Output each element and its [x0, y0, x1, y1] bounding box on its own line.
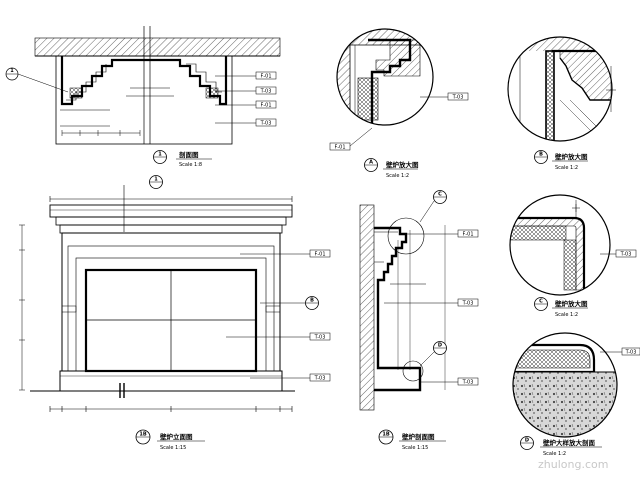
side-section-view: C D F-01 T-03 T-03: [359, 190, 479, 411]
watermark: zhulong.com: [538, 458, 608, 471]
material-tag: [615, 249, 637, 258]
plan-section-view: 1 F-01 T-03 F-01 T-03: [5, 26, 281, 145]
material-tag: [329, 142, 351, 151]
elev-side-letter: B: [310, 298, 314, 304]
material-tag-label: F-01: [260, 103, 271, 109]
detail-a-scale: Scale 1:2: [386, 173, 409, 179]
section-title: 壁炉剖面图: [402, 432, 435, 441]
material-tag: [255, 100, 277, 109]
material-tag-label: T-03: [620, 252, 632, 258]
elevation-title-number: 1B: [139, 432, 146, 438]
detail-d-bubble: [402, 360, 424, 382]
hearth: [59, 370, 283, 392]
detail-d-circle: T-03: [512, 332, 640, 438]
material-tag: [255, 71, 277, 80]
detail-a-number: A: [369, 160, 373, 166]
material-tag: [309, 332, 331, 341]
detail-d-scale: Scale 1:2: [543, 451, 566, 457]
material-tag: [255, 118, 277, 127]
plan-title-block: 1 剖面图 Scale 1:8: [153, 150, 212, 168]
section-scale: Scale 1:15: [402, 445, 428, 451]
material-tag: [457, 229, 479, 238]
detail-a-circle: T-03 F-01: [329, 28, 469, 151]
mantel-cornice: [49, 204, 293, 218]
elevation-scale: Scale 1:15: [160, 445, 186, 451]
material-tag-label: T-03: [625, 350, 637, 356]
wall-hatch: [359, 204, 375, 411]
detail-a-title-block: A 壁炉放大图 Scale 1:2: [364, 158, 419, 179]
section-material-tags: F-01 T-03 T-03: [384, 229, 479, 386]
plan-title: 剖面图: [179, 150, 199, 159]
plan-ref-number: 1: [10, 68, 14, 74]
detail-c-title: 壁炉放大图: [555, 299, 588, 308]
elevation-title: 壁炉立面图: [160, 432, 193, 441]
detail-c-bubble: [387, 217, 425, 255]
elevation-title-block: 1B 壁炉立面图 Scale 1:15: [135, 429, 205, 451]
material-tag-label: F-01: [462, 232, 473, 238]
material-tag-label: T-03: [462, 380, 474, 386]
section-top-letter: C: [438, 192, 442, 198]
elevation-material-tags: F-01 T-03 T-03: [226, 249, 331, 382]
plan-tag-lines: [215, 75, 256, 124]
detail-d-title: 壁炉大样放大剖面: [543, 438, 596, 447]
plan-scale: Scale 1:8: [179, 162, 202, 168]
material-tag-label: F-01: [334, 145, 345, 151]
material-tag: [255, 86, 277, 95]
detail-a-title: 壁炉放大图: [386, 160, 419, 169]
material-tag: [447, 92, 469, 101]
plan-title-number: 1: [158, 152, 162, 158]
section-title-block: 1B 壁炉剖面图 Scale 1:15: [378, 429, 446, 451]
detail-b-title: 壁炉放大图: [555, 152, 588, 161]
detail-c-scale: Scale 1:2: [555, 312, 578, 318]
section-profile: [374, 226, 422, 392]
material-tag: [457, 298, 479, 307]
detail-d-title-block: D 壁炉大样放大剖面 Scale 1:2: [520, 436, 602, 457]
detail-b-circle: [507, 36, 616, 142]
material-tag: [309, 373, 331, 382]
detail-b-scale: Scale 1:2: [555, 165, 578, 171]
plan-material-tags: F-01 T-03 F-01 T-03: [255, 71, 277, 127]
section-title-number: 1B: [382, 432, 389, 438]
ceiling-hatch: [34, 37, 281, 57]
material-tag: [621, 347, 640, 356]
detail-b-title-block: B 壁炉放大图 Scale 1:2: [534, 150, 588, 171]
material-tag-label: T-03: [462, 301, 474, 307]
section-bottom-letter: D: [438, 343, 442, 349]
detail-c-number: C: [539, 299, 543, 305]
material-tag: [309, 249, 331, 258]
elevation-view: 1 B F-01 T-03 T-03: [19, 175, 331, 412]
material-tag-label: T-03: [260, 121, 272, 127]
detail-c-title-block: C 壁炉放大图 Scale 1:2: [534, 297, 588, 318]
material-tag-label: T-03: [314, 376, 326, 382]
detail-c-circle: T-03: [509, 194, 637, 296]
material-tag-label: T-03: [314, 335, 326, 341]
material-tag: [457, 377, 479, 386]
material-tag-label: T-03: [452, 95, 464, 101]
material-tag-label: F-01: [314, 252, 325, 258]
elev-ref-number: 1: [154, 177, 158, 183]
material-tag-label: F-01: [260, 74, 271, 80]
material-tag-label: T-03: [260, 89, 272, 95]
detail-d-number: D: [525, 438, 529, 444]
detail-b-number: B: [539, 152, 543, 158]
